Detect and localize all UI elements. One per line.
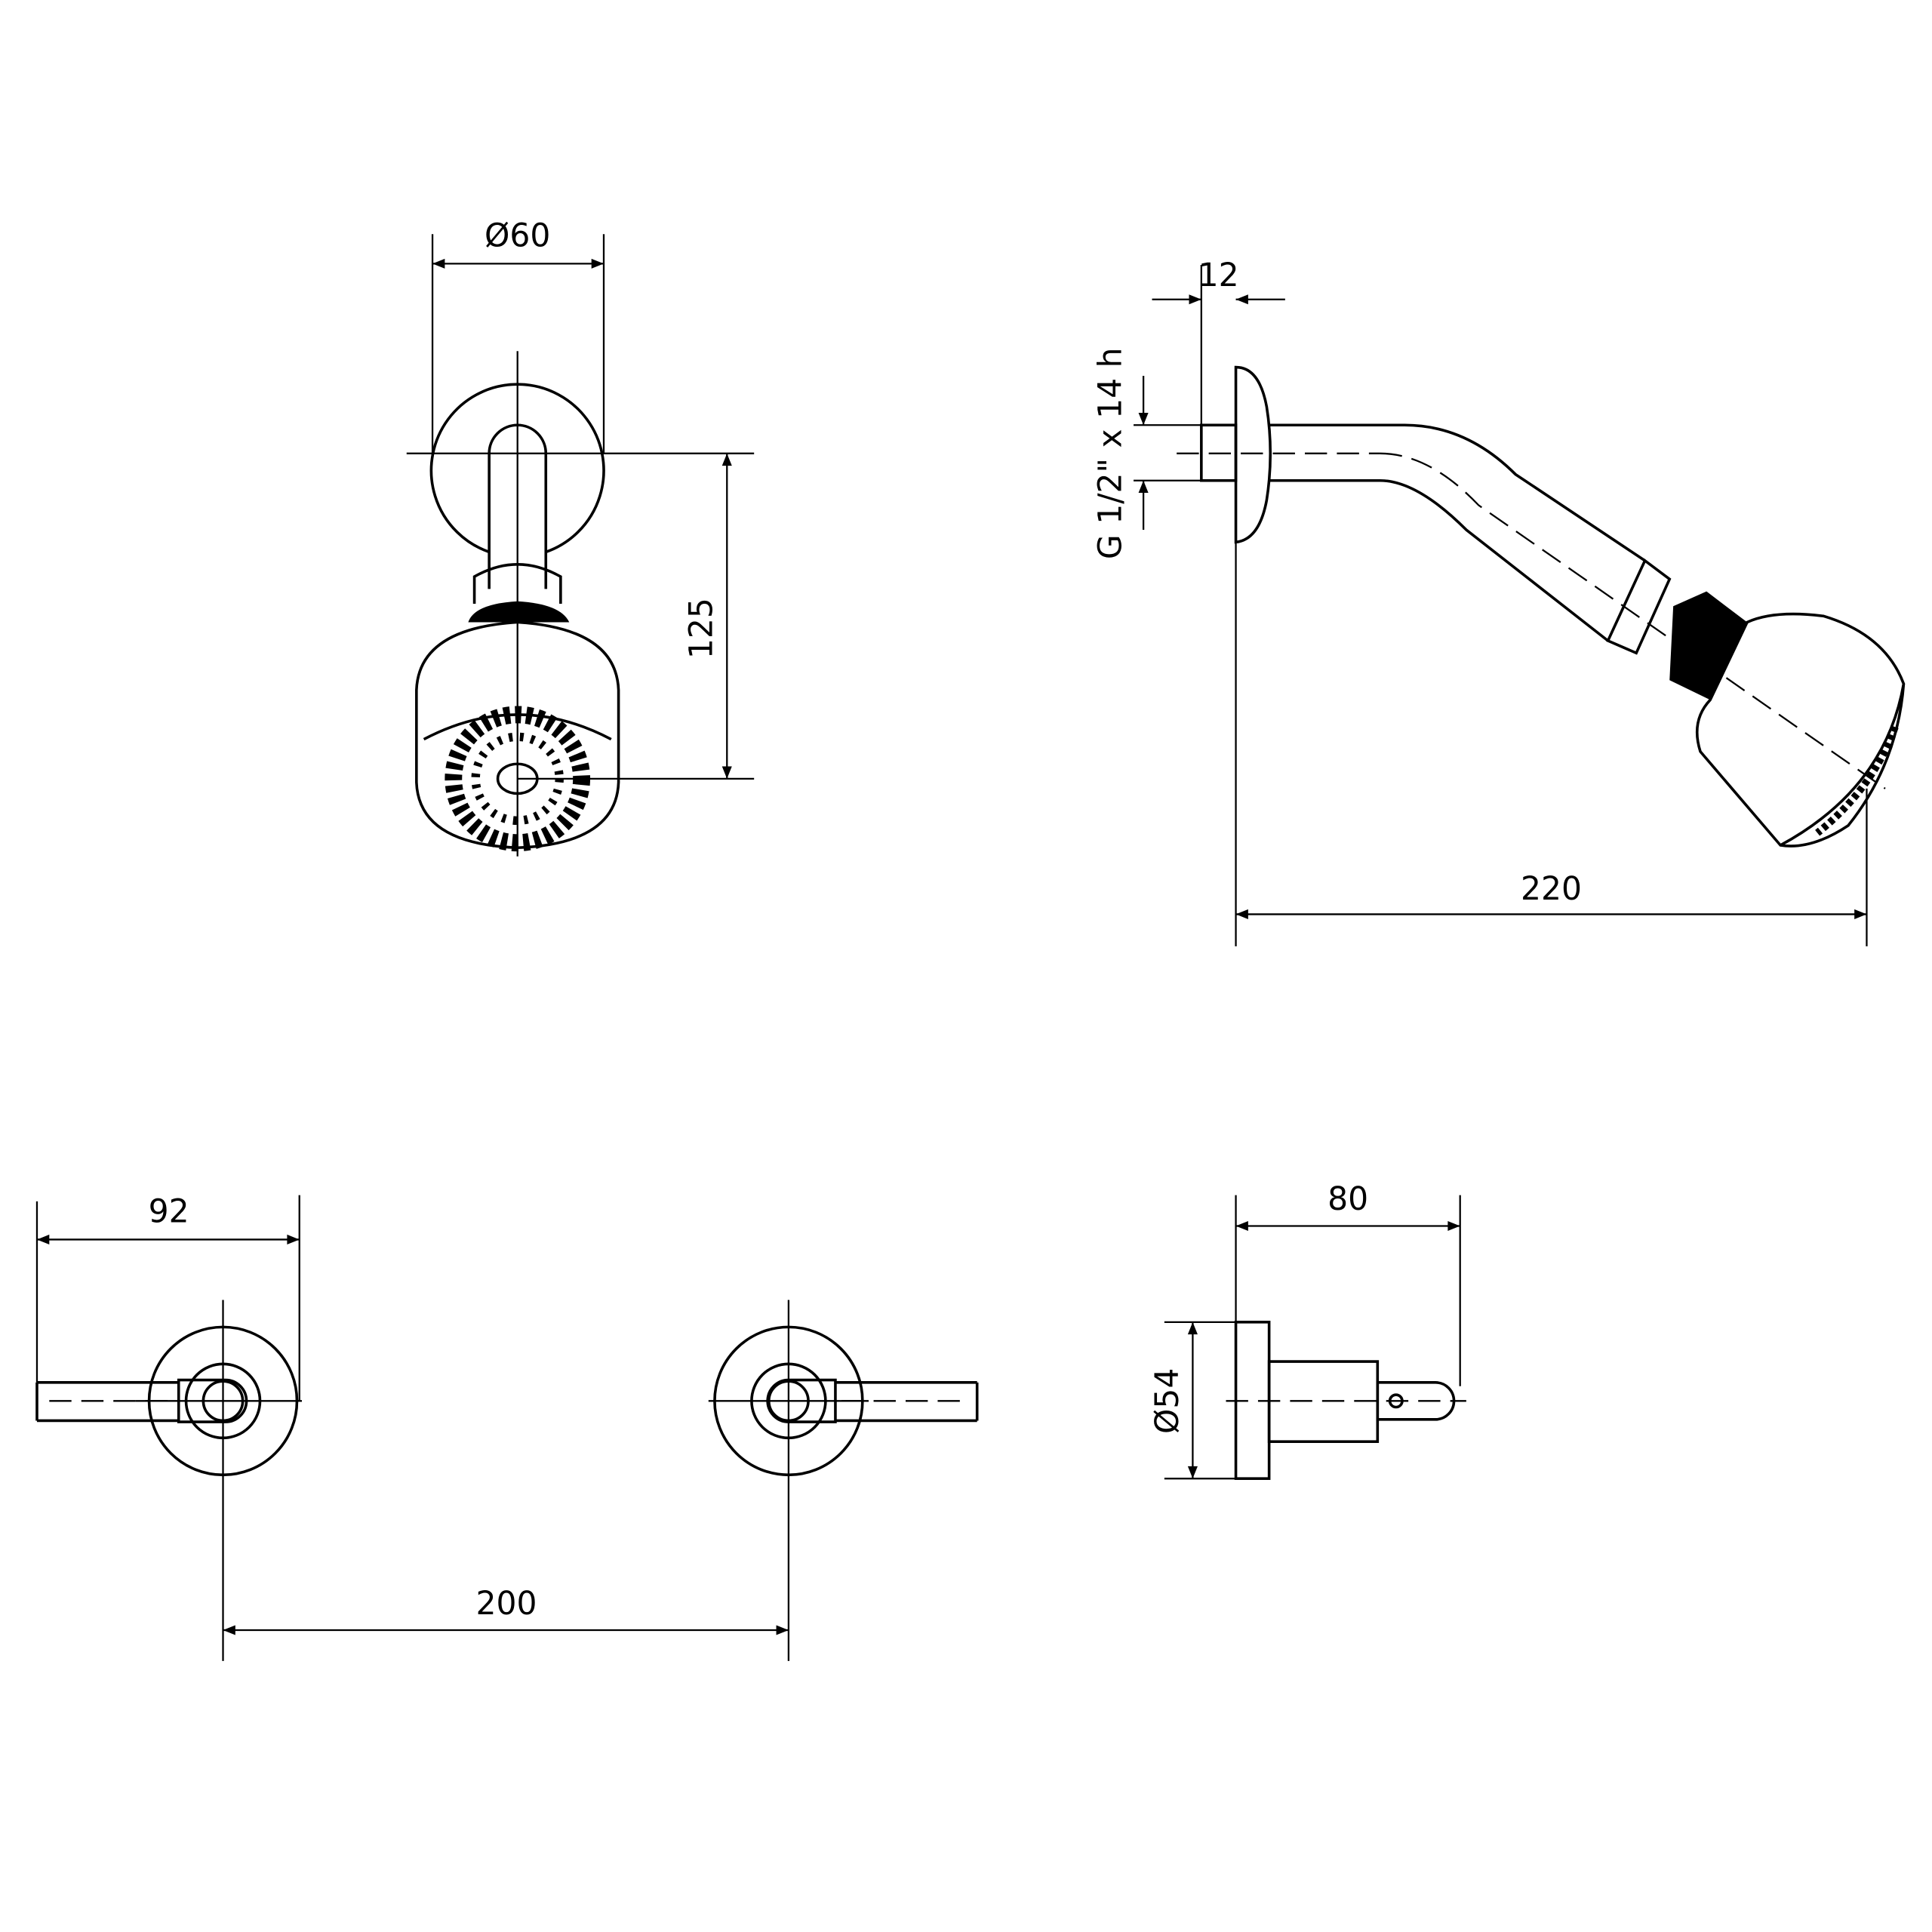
dim-handle-length: 92 xyxy=(149,1194,189,1231)
dim-head-drop: 125 xyxy=(684,598,721,659)
dim-thread: G 1/2" x 14 h xyxy=(1093,347,1130,559)
dim-valve-depth: 80 xyxy=(1327,1181,1368,1218)
dim-valve-flange-diameter: Ø54 xyxy=(1149,1368,1186,1434)
valves-front-view: 92 200 xyxy=(35,1194,979,1661)
dim-valve-spacing: 200 xyxy=(476,1586,537,1623)
dim-arm-projection: 220 xyxy=(1521,871,1582,908)
shower-front-view: Ø60 125 xyxy=(406,218,755,857)
valve-side-view: 80 Ø54 xyxy=(1149,1181,1466,1480)
shower-side-view: 12 G 1/2" x 14 h 220 xyxy=(1093,257,1906,946)
dim-nipple-length: 12 xyxy=(1198,257,1239,294)
dim-flange-diameter: Ø60 xyxy=(485,218,550,255)
